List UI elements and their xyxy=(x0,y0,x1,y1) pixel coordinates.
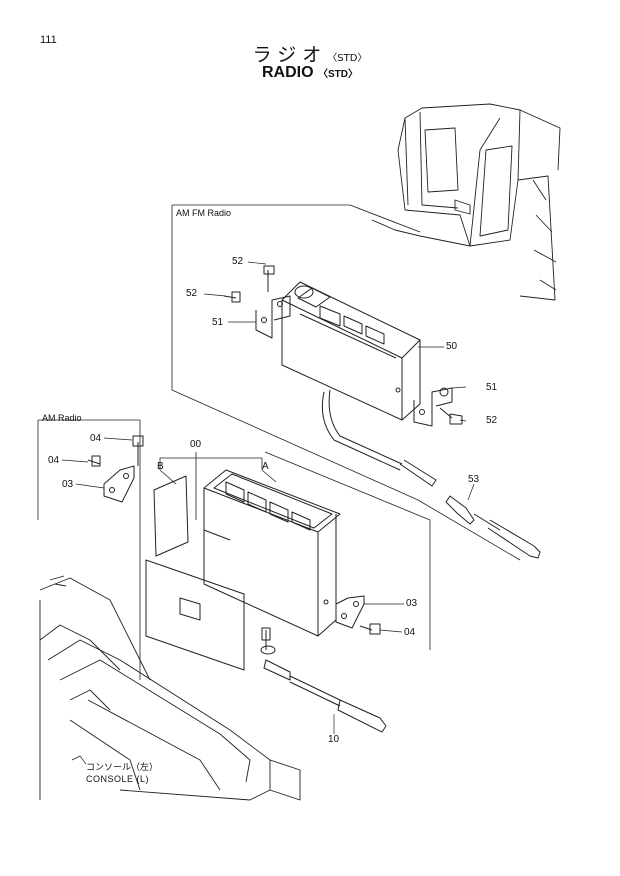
callout-52-right: 52 xyxy=(486,415,498,426)
console-label-english: CONSOLE (L) xyxy=(86,774,150,784)
console-outline xyxy=(39,575,301,801)
cab-outline xyxy=(349,103,561,301)
amfm-section-outline xyxy=(171,204,521,561)
callout-leaders xyxy=(61,261,475,765)
am-bezel-plates xyxy=(145,475,245,671)
section-label-am: AM Radio xyxy=(42,413,82,423)
callout-51-right: 51 xyxy=(486,382,498,393)
callout-04-left: 04 xyxy=(48,455,60,466)
am-antenna-cable xyxy=(260,627,387,733)
callout-00: 00 xyxy=(190,439,202,450)
callout-50: 50 xyxy=(446,341,458,352)
callout-03-right: 03 xyxy=(406,598,418,609)
amfm-antenna-cable xyxy=(399,459,541,559)
callout-52-top: 52 xyxy=(232,256,244,267)
console-label-japanese: コンソール（左） xyxy=(86,763,159,773)
am-radio-unit xyxy=(203,469,341,637)
title-en-suffix: 〈STD〉 xyxy=(318,69,358,80)
amfm-brackets xyxy=(223,265,463,427)
title-jp-text: ラジオ xyxy=(252,44,328,66)
title-english: RADIO 〈STD〉 xyxy=(0,64,620,82)
amfm-radio-unit xyxy=(281,281,421,471)
page-number: 111 xyxy=(40,34,57,46)
callout-A: A xyxy=(262,461,269,472)
callout-53: 53 xyxy=(468,474,480,485)
section-label-amfm: AM FM Radio xyxy=(176,208,232,218)
callout-B: B xyxy=(157,461,164,472)
title-japanese: ラジオ〈STD〉 xyxy=(0,40,620,67)
callout-00-lines xyxy=(159,452,277,520)
title-jp-suffix: 〈STD〉 xyxy=(327,53,368,64)
am-section-outline xyxy=(37,419,431,680)
callout-03-left: 03 xyxy=(62,479,74,490)
callout-04-right: 04 xyxy=(404,627,416,638)
callout-52-left: 52 xyxy=(186,288,198,299)
callout-04-top: 04 xyxy=(90,433,102,444)
callout-51-left: 51 xyxy=(212,317,224,328)
callout-10: 10 xyxy=(328,734,340,745)
title-en-text: RADIO xyxy=(261,64,314,81)
